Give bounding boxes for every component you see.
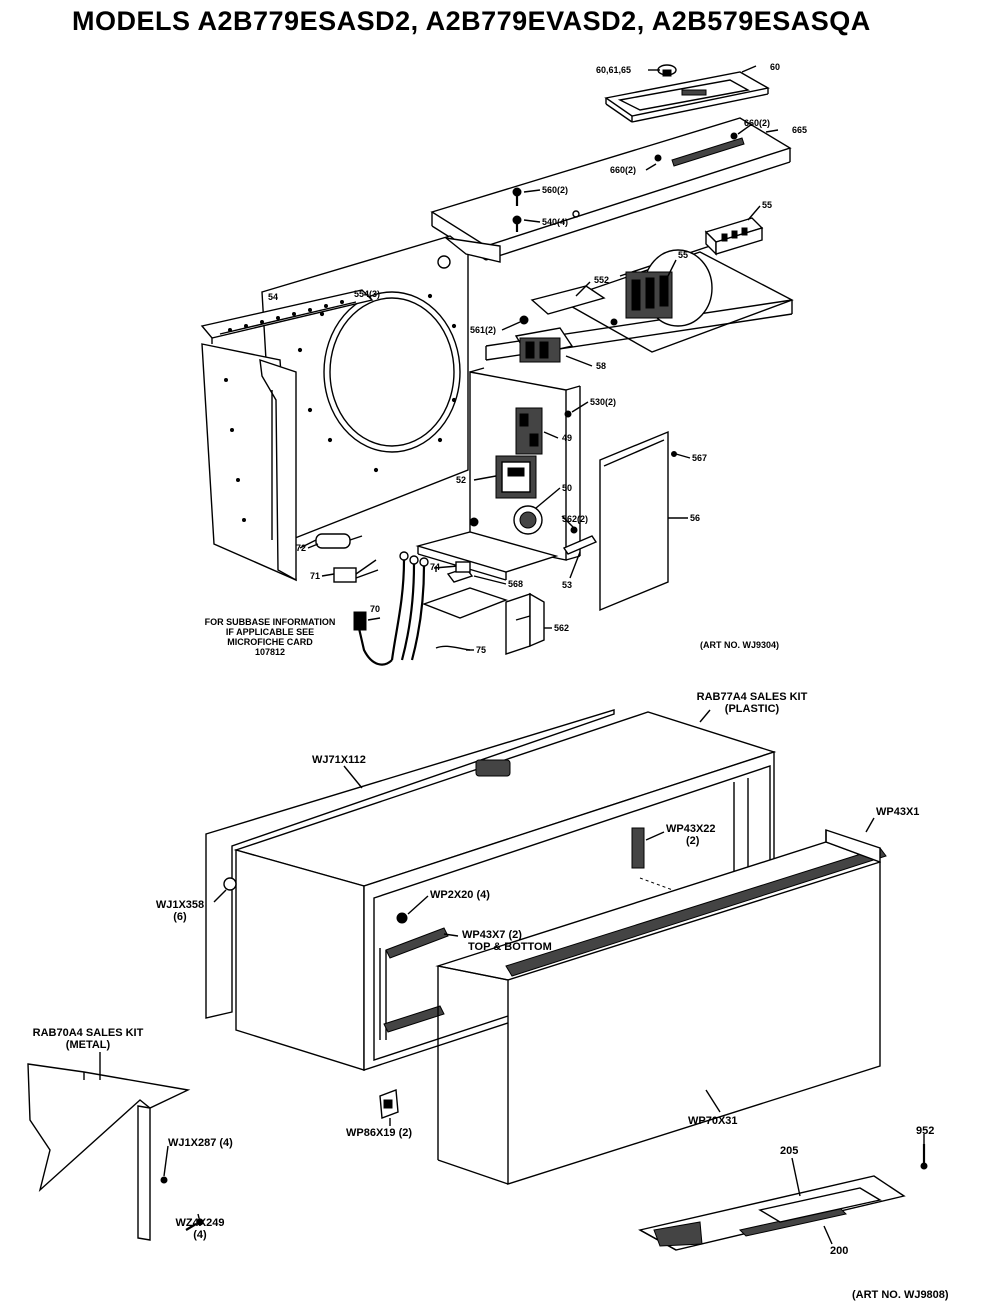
- art-number-bottom: (ART NO. WJ9808): [852, 1289, 949, 1301]
- switch-53: [495, 455, 537, 499]
- callout-71-a: 71: [310, 571, 320, 581]
- bottom-assembly: [27, 709, 928, 1251]
- callout-rab77a4-plastic: (PLASTIC): [725, 703, 780, 715]
- callout-wj1x287: WJ1X287 (4): [168, 1137, 233, 1149]
- callout-wp43x22-qty: (2): [686, 835, 700, 847]
- top-assembly: [200, 64, 794, 666]
- callout-665: 665: [792, 125, 807, 135]
- callout-rab77a4: RAB77A4 SALES KIT: [697, 691, 808, 703]
- svg-text:MICROFICHE CARD: MICROFICHE CARD: [227, 637, 313, 647]
- terminal-block: [704, 217, 764, 256]
- callout-labels: 60,61,65 60 660(2) 665 660(2) 560(2) 540…: [33, 62, 949, 1301]
- tie-75: [435, 645, 471, 651]
- plate-552: [519, 285, 606, 325]
- callout-wp86x19: WP86X19 (2): [346, 1127, 412, 1139]
- plate-568: [421, 567, 509, 619]
- art-number-top: (ART NO. WJ9304): [700, 640, 779, 650]
- thermostat-50: [469, 505, 543, 535]
- callout-568: 568: [508, 579, 523, 589]
- callout-530: 530(2): [590, 397, 616, 407]
- callout-562-bracket: 562: [554, 623, 569, 633]
- svg-text:IF APPLICABLE SEE: IF APPLICABLE SEE: [226, 627, 314, 637]
- callout-wp43x7-note: TOP & BOTTOM: [468, 941, 552, 953]
- callout-660-a: 660(2): [744, 118, 770, 128]
- control-panel-665: [430, 117, 792, 261]
- callout-70: 70: [370, 604, 380, 614]
- callout-58: 58: [596, 361, 606, 371]
- callout-wj71x112: WJ71X112: [312, 754, 366, 766]
- access-cover: [599, 430, 677, 612]
- callout-567: 567: [692, 453, 707, 463]
- callout-wp2x20: WP2X20 (4): [430, 889, 490, 901]
- control-knob: [657, 64, 677, 77]
- callout-540: 540(4): [542, 217, 568, 227]
- callout-rab70a4: RAB70A4 SALES KIT: [33, 1027, 144, 1039]
- callout-wp43x7: WP43X7 (2): [462, 929, 522, 941]
- callout-205: 205: [780, 1145, 798, 1157]
- callout-50: 50: [562, 483, 572, 493]
- svg-text:FOR SUBBASE INFORMATION: FOR SUBBASE INFORMATION: [205, 617, 336, 627]
- callout-660-b: 660(2): [610, 165, 636, 175]
- callout-952: 952: [916, 1125, 934, 1137]
- svg-text:107812: 107812: [255, 647, 285, 657]
- capacitor-72: [299, 533, 363, 549]
- callout-560: 560(2): [542, 185, 568, 195]
- evaporator-frame: [200, 289, 374, 582]
- panel-screws: [512, 187, 522, 232]
- callout-rab70a4-metal: (METAL): [66, 1039, 111, 1051]
- pin-52: [562, 526, 598, 555]
- leader-lines: [99, 65, 925, 1245]
- callout-55-terminal: 55: [762, 200, 772, 210]
- callout-54: 54: [268, 292, 278, 302]
- callout-60: 60: [770, 62, 780, 72]
- motor-assembly: [610, 249, 713, 327]
- power-cord: [353, 551, 471, 666]
- callout-72: 72: [296, 543, 306, 553]
- callout-wz4x249-qty: (4): [193, 1229, 207, 1241]
- wall-sleeve-cabinet: [205, 709, 777, 1071]
- callout-wz4x249: WZ4X249: [176, 1217, 225, 1229]
- callout-wj1x358-qty: (6): [173, 911, 187, 923]
- top-cover-plate: [604, 71, 770, 123]
- page-title: MODELS A2B779ESASD2, A2B779EVASD2, A2B57…: [72, 6, 871, 36]
- callout-49: 49: [562, 433, 572, 443]
- callout-200: 200: [830, 1245, 848, 1257]
- callout-52-a: 52: [456, 475, 466, 485]
- fan-shroud: [261, 235, 501, 541]
- metal-sales-kit: [27, 1063, 204, 1241]
- callout-60-61-65: 60,61,65: [596, 65, 631, 75]
- base-rail: [638, 1175, 906, 1251]
- front-panel: [435, 829, 887, 1185]
- callout-wj1x358: WJ1X358: [156, 899, 204, 911]
- callout-55-motor: 55: [678, 250, 688, 260]
- callout-wp43x1: WP43X1: [876, 806, 919, 818]
- subbase-note: FOR SUBBASE INFORMATION IF APPLICABLE SE…: [205, 617, 336, 657]
- callout-562: 562(2): [562, 514, 588, 524]
- callout-75: 75: [476, 645, 486, 655]
- callout-561: 561(2): [470, 325, 496, 335]
- clip-71: [333, 559, 379, 583]
- callout-53: 53: [562, 580, 572, 590]
- callout-552: 552: [594, 275, 609, 285]
- callout-56: 56: [690, 513, 700, 523]
- relay-58: [514, 327, 574, 363]
- screw-952: [920, 1144, 928, 1170]
- callout-554: 554(3): [354, 289, 380, 299]
- callout-wp43x22: WP43X22: [666, 823, 716, 835]
- clip-wp86x19: [379, 1089, 399, 1119]
- bracket-562: [505, 592, 545, 655]
- callout-wp70x31: WP70X31: [688, 1115, 738, 1127]
- callout-74: 74: [430, 562, 440, 572]
